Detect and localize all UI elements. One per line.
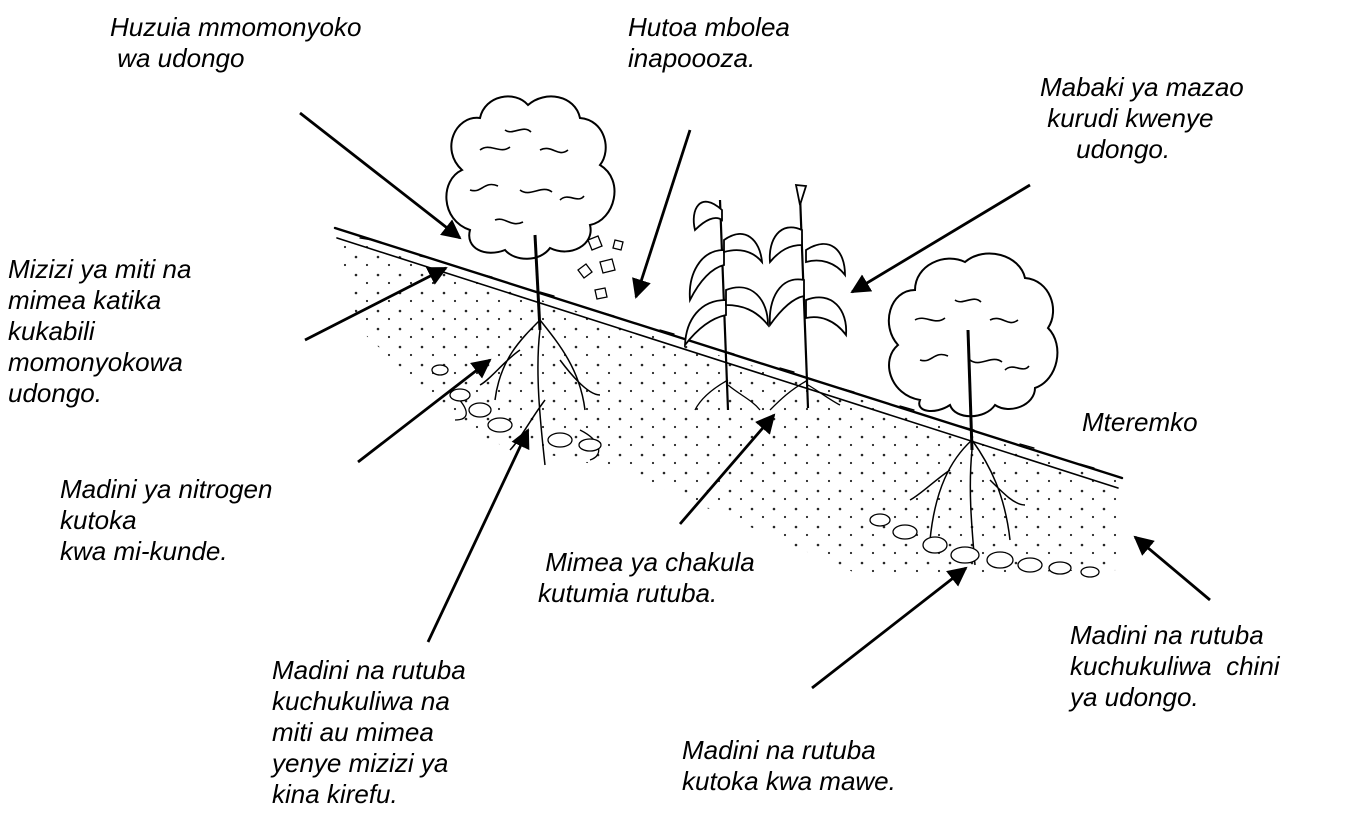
label-chini: Madini na rutuba kuchukuliwa chini ya ud… bbox=[1070, 620, 1280, 713]
label-mteremko: Mteremko bbox=[1082, 407, 1198, 438]
label-mizizi: Mizizi ya miti na mimea katika kukabili … bbox=[8, 254, 191, 409]
arrow-miti bbox=[428, 430, 528, 642]
arrow-hutoa bbox=[636, 130, 690, 297]
arrow-mawe bbox=[812, 568, 966, 688]
label-mimea: Mimea ya chakula kutumia rutuba. bbox=[538, 547, 755, 609]
label-miti: Madini na rutuba kuchukuliwa na miti au … bbox=[272, 655, 466, 810]
arrow-huzuia bbox=[300, 113, 460, 238]
label-nitrogen: Madini ya nitrogen kutoka kwa mi-kunde. bbox=[60, 474, 272, 567]
label-hutoa: Hutoa mbolea inapoooza. bbox=[628, 12, 790, 74]
label-huzuia: Huzuia mmomonyoko wa udongo bbox=[110, 12, 361, 74]
arrow-chini bbox=[1135, 537, 1210, 600]
label-mawe: Madini na rutuba kutoka kwa mawe. bbox=[682, 735, 896, 797]
falling-leaves bbox=[578, 236, 623, 299]
label-mabaki: Mabaki ya mazao kurudi kwenye udongo. bbox=[1040, 72, 1244, 165]
